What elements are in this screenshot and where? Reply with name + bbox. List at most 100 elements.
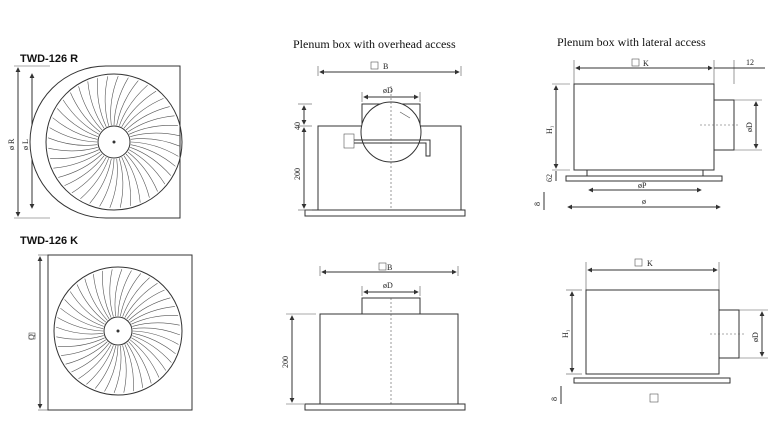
dim-label-o: ø: [642, 197, 646, 206]
square-symbol-icon: [28, 332, 36, 340]
swirl-blade: [131, 315, 179, 325]
swirl-blade: [113, 77, 129, 126]
swirl-blade: [56, 108, 98, 137]
diffuser-face-lateral-bottom: [573, 377, 731, 384]
swirl-blade: [70, 92, 101, 133]
swirl-blade: [121, 90, 157, 128]
plenum-box-lateral-top: [573, 83, 715, 171]
swirl-blade: [124, 344, 134, 392]
dim-label-b-bottom: B: [387, 263, 392, 272]
swirl-blade: [53, 151, 101, 169]
swirl-blade: [71, 156, 107, 194]
dim-label-r: ø R: [7, 138, 16, 150]
swirl-blade: [128, 297, 171, 321]
swirl-blade: [87, 81, 105, 129]
diffuser-face-lateral-top: [565, 175, 723, 182]
dim-label-h1-top: H₁: [545, 125, 554, 134]
swirl-blade: [84, 278, 108, 321]
swirl-blade: [114, 268, 123, 317]
swirl-blade: [50, 149, 100, 159]
swirl-blades-r: [47, 75, 181, 209]
swirl-blade: [109, 269, 114, 317]
swirl-blade: [78, 344, 112, 380]
swirl-blade: [117, 270, 132, 317]
swirl-blade: [128, 341, 152, 384]
swirl-blade: [132, 333, 176, 355]
swirl-blade: [47, 137, 98, 146]
swirl-blade: [119, 84, 148, 126]
square-symbol-icon: [631, 58, 640, 67]
swirl-blade: [130, 138, 181, 147]
swirl-blade: [102, 270, 112, 318]
swirl-blades-k: [55, 268, 181, 394]
diffuser-face-overhead-bottom: [304, 403, 466, 411]
swirl-blade: [97, 78, 107, 128]
damper-lever: [343, 133, 355, 149]
swirl-blade: [132, 327, 181, 336]
dim-label-q: Q: [27, 334, 36, 340]
swirl-blade: [62, 99, 100, 135]
swirl-blade: [89, 158, 112, 204]
dim-label-200-top: 200: [293, 168, 302, 180]
swirl-blade: [119, 158, 124, 208]
swirl-blade: [129, 339, 160, 378]
dim-label-b-top: B: [383, 62, 388, 71]
swirl-blade: [57, 337, 105, 347]
swirl-blade: [61, 339, 107, 356]
swirl-blade: [99, 158, 115, 207]
swirl-blade: [120, 273, 142, 317]
diffuser-outer-circle-k: [53, 266, 183, 396]
swirl-blade: [126, 289, 165, 320]
swirl-blade: [116, 80, 139, 126]
swirl-blade: [132, 335, 172, 363]
swirl-blade: [58, 153, 103, 178]
swirl-blade: [49, 127, 98, 143]
swirl-blade: [93, 274, 110, 320]
plenum-overhead-bottom: B øD 200: [281, 262, 466, 411]
dim-label-8-bottom: 8: [550, 397, 559, 401]
dim-label-l: ø L: [21, 139, 30, 150]
plenum-overhead-top: B øD 40 200: [293, 61, 466, 217]
dim-label-d-bottom: øD: [383, 281, 393, 290]
dim-label-d-top: øD: [383, 86, 393, 95]
dim-label-h1-bottom: H₁: [561, 329, 570, 338]
swirl-blade: [104, 345, 119, 392]
title-lateral-access: Plenum box with lateral access: [557, 35, 706, 49]
swirl-blade: [69, 291, 105, 325]
dim-label-62: 62: [545, 174, 554, 182]
plenum-lateral-top: K 12 øD H₁ 62 8 øP ø: [533, 58, 765, 210]
dim-label-p: øP: [638, 181, 647, 190]
swirl-blade: [52, 117, 98, 140]
swirl-blade: [132, 330, 179, 345]
swirl-blade: [113, 345, 122, 394]
swirl-blade: [130, 144, 176, 167]
swirl-blade: [94, 345, 116, 389]
swirl-blade: [124, 282, 158, 318]
plenum-box-overhead-bottom: [319, 313, 459, 405]
swirl-blade: [123, 155, 141, 203]
swirl-blade: [127, 115, 175, 133]
dim-label-200-bottom: 200: [281, 356, 290, 368]
title-overhead-access: Plenum box with overhead access: [293, 37, 456, 51]
swirl-blade: [48, 147, 98, 152]
swirl-blade: [129, 306, 175, 323]
swirl-blade: [76, 284, 107, 323]
swirl-blade: [122, 277, 150, 317]
swirl-blade: [65, 341, 108, 365]
swirl-blade: [104, 76, 109, 126]
swirl-blade: [109, 158, 118, 209]
swirl-blade: [125, 106, 170, 131]
swirl-blade: [123, 98, 164, 129]
plenum-lateral-bottom: K øD H₁ 8: [550, 258, 768, 404]
dim-label-k-bottom: K: [647, 259, 653, 268]
swirl-blade: [125, 153, 150, 198]
swirl-blade: [128, 125, 178, 135]
swirl-blade: [110, 75, 119, 126]
dim-label-k-top: K: [643, 59, 649, 68]
swirl-blade: [78, 86, 103, 131]
swirl-blade: [64, 299, 104, 327]
swirl-blade: [121, 156, 131, 206]
damper-frame-lateral: [586, 169, 704, 177]
swirl-blade: [56, 335, 104, 340]
